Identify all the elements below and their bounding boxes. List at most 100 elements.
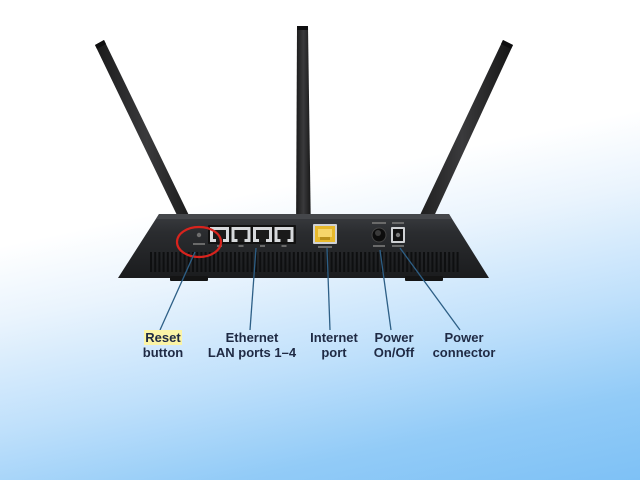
vent-slot [418, 252, 421, 272]
callout-line-power-connector [399, 247, 461, 331]
vent-slot [397, 252, 400, 272]
vent-slot [187, 252, 190, 272]
vent-slot [351, 252, 354, 272]
vent-slot [452, 252, 455, 272]
label-ethernet-line2: LAN ports 1–4 [207, 345, 297, 360]
vent-slot [229, 252, 232, 272]
vent-slot [284, 252, 287, 272]
vent-slot [171, 252, 173, 272]
antenna-left [95, 40, 198, 238]
vent-slot [250, 252, 253, 272]
vent-slot [334, 252, 337, 272]
callout-line-power-switch [379, 249, 392, 331]
vent-slot [427, 252, 430, 272]
vent-slot [439, 252, 442, 272]
lan-port-3[interactable] [253, 227, 272, 247]
vent-slot [410, 252, 413, 272]
vent-slot [255, 252, 257, 272]
vent-slot [166, 252, 169, 272]
vent-slot [376, 252, 379, 272]
vent-slot [355, 252, 358, 272]
label-internet-line1: Internet [310, 330, 358, 345]
power-on-off-button[interactable] [371, 222, 387, 247]
label-reset-button: Reset button [133, 330, 193, 360]
vent-slot [179, 252, 182, 272]
vent-slot [431, 252, 434, 272]
internet-port[interactable] [313, 224, 337, 248]
vent-slot [406, 252, 409, 272]
vent-slot [221, 252, 224, 272]
label-reset-line1: Reset [144, 330, 182, 345]
label-power-connector: Power connector [426, 330, 502, 360]
vent-slot [364, 252, 367, 272]
vent-slot [318, 252, 320, 272]
vent-slot [343, 252, 346, 272]
vent-slot [263, 252, 266, 272]
vent-slot [309, 252, 312, 272]
label-power-switch-line2: On/Off [373, 345, 415, 360]
label-power-connector-line1: Power [444, 330, 484, 345]
vent-slot [246, 252, 249, 272]
vent-slot [242, 252, 245, 272]
callout-lines [159, 247, 461, 331]
vent-slot [158, 252, 161, 272]
vent-slot [423, 252, 425, 272]
vent-slot [225, 252, 228, 272]
label-internet-port: Internet port [302, 330, 366, 360]
power-connector[interactable] [391, 222, 405, 247]
label-ethernet-line1: Ethernet [225, 330, 279, 345]
vent-slot [192, 252, 194, 272]
vent-slot [175, 252, 178, 272]
vent-slot [288, 252, 291, 272]
vent-slot [435, 252, 438, 272]
reset-button[interactable] [193, 232, 205, 245]
label-power-on-off: Power On/Off [364, 330, 424, 360]
vent-slot [330, 252, 333, 272]
vent-slot [393, 252, 396, 272]
ethernet-lan-ports [208, 225, 296, 244]
vent-slot [389, 252, 392, 272]
vent-slot [301, 252, 304, 272]
vent-slot [267, 252, 270, 272]
vent-slot [448, 252, 451, 272]
label-ethernet-lan-ports: Ethernet LAN ports 1–4 [197, 330, 307, 360]
label-reset-line2: button [142, 345, 184, 360]
vent-slot [456, 252, 459, 272]
vent-slot [313, 252, 316, 272]
callout-line-reset [159, 251, 196, 331]
vent-slot [276, 252, 278, 272]
vent-slot [196, 252, 199, 272]
callout-line-ethernet [249, 247, 257, 331]
vent-slot [234, 252, 236, 272]
vent-slot [292, 252, 295, 272]
reset-highlight-circle [175, 225, 223, 259]
vent-slot [385, 252, 388, 272]
vent-slot [183, 252, 186, 272]
vent-slot [297, 252, 299, 272]
vent-slot [444, 252, 446, 272]
antenna-right [411, 40, 513, 238]
vent-slot [402, 252, 404, 272]
vent-slot [280, 252, 283, 272]
vent-slot [213, 252, 215, 272]
vent-slot [339, 252, 341, 272]
lan-port-2[interactable] [231, 227, 251, 247]
vent-slot [154, 252, 157, 272]
vent-slot [305, 252, 308, 272]
lan-port-4[interactable] [274, 227, 294, 247]
label-power-switch-line1: Power [374, 330, 414, 345]
vent-slot [150, 252, 152, 272]
vent-slot [414, 252, 417, 272]
vent-slot [271, 252, 274, 272]
vent-slot [259, 252, 262, 272]
vent-slot [372, 252, 375, 272]
vent-slot [162, 252, 165, 272]
antenna-center [296, 26, 311, 238]
vent-slot [238, 252, 241, 272]
vent-slot [208, 252, 211, 272]
label-internet-line2: port [321, 345, 347, 360]
label-power-connector-line2: connector [432, 345, 496, 360]
vent-slot [200, 252, 203, 272]
vent-slot [360, 252, 362, 272]
vent-slot [217, 252, 220, 272]
